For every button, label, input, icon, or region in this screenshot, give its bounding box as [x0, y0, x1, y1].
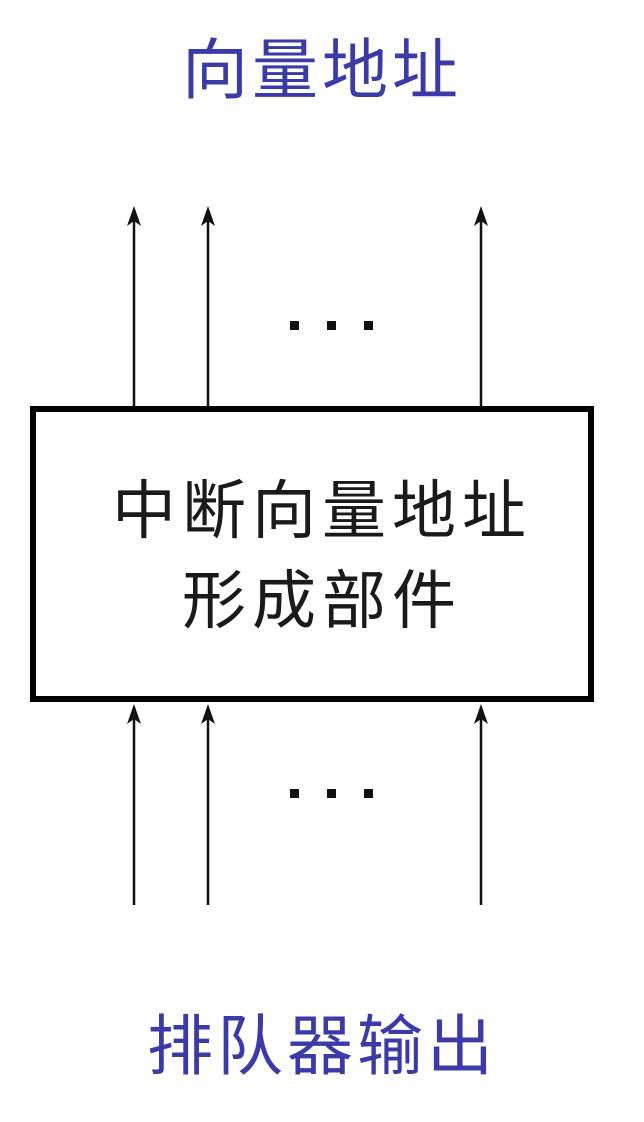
output-arrowhead-1: [127, 206, 141, 226]
output-arrowhead-2: [201, 206, 215, 226]
interrupt-vector-unit-box: [30, 406, 594, 702]
output-label: 向量地址: [182, 32, 462, 109]
ellipsis-bottom: [290, 789, 373, 798]
box-title-line1: 中断向量地址: [112, 475, 532, 549]
output-arrowhead-n: [474, 206, 488, 226]
input-arrowhead-2: [201, 704, 215, 724]
input-arrowhead-1: [127, 704, 141, 724]
input-arrowhead-n: [474, 704, 488, 724]
input-label: 排队器输出: [147, 1008, 497, 1085]
ellipsis-top: [290, 321, 373, 330]
box-title-line2: 形成部件: [182, 565, 462, 639]
